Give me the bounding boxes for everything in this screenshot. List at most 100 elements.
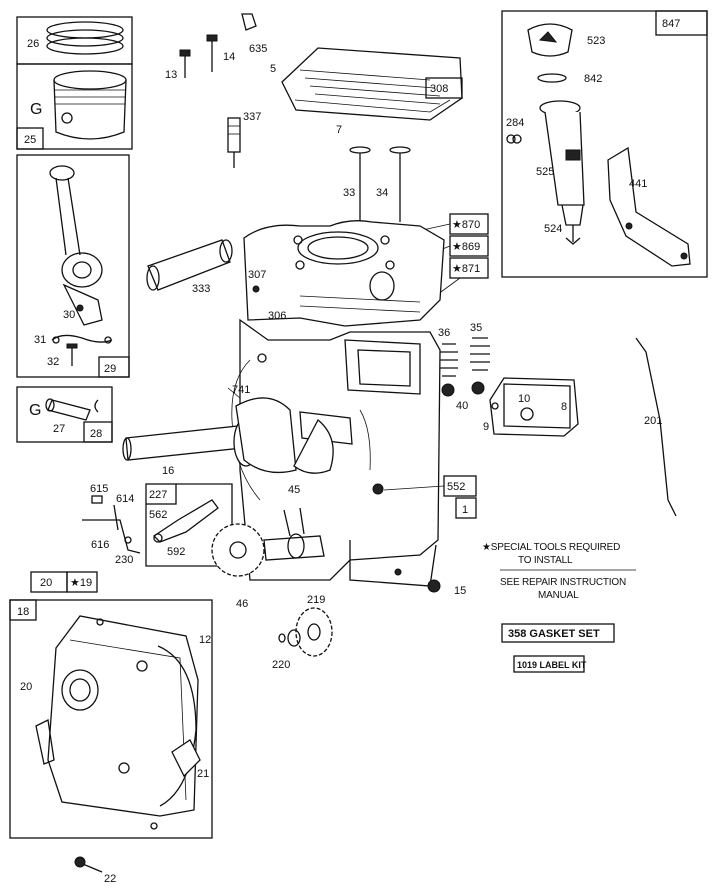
label-22: 22: [104, 873, 116, 885]
rod-label-box: [98, 356, 130, 378]
label-219: 219: [307, 594, 325, 606]
cylinder-head-group: 5 308 7: [270, 47, 463, 136]
piston-group: G 25: [16, 63, 133, 150]
crankshaft-group: 741 16: [122, 384, 353, 477]
piston-rings-group: 26: [16, 16, 133, 65]
label-524: 524: [544, 223, 562, 235]
label-21: 21: [197, 768, 209, 780]
label-616: 616: [91, 539, 109, 551]
label-1: 1: [462, 504, 468, 516]
label-29: 29: [104, 363, 116, 375]
label-20: 20: [20, 681, 32, 693]
connecting-rod-group: 30 31 32 29: [16, 154, 130, 378]
label-46: 46: [236, 598, 248, 610]
special-tools-note-2: TO INSTALL: [518, 555, 573, 566]
camshaft-group: 46: [211, 507, 325, 610]
label-18: 18: [17, 606, 29, 618]
repair-note-2: MANUAL: [538, 590, 579, 601]
bolt-22-group: 22: [74, 856, 116, 885]
label-523: 523: [587, 35, 605, 47]
piston-pin-group: G 27 28: [16, 386, 113, 443]
label-34: 34: [376, 187, 388, 199]
label-10: 10: [518, 393, 530, 405]
label-kit-label: 1019 LABEL KIT: [517, 660, 587, 670]
label-26: 26: [27, 38, 39, 50]
label-741: 741: [232, 384, 250, 396]
label-592: 592: [167, 546, 185, 558]
label-307: 307: [248, 269, 266, 281]
valve-springs-group: 36 35 40: [438, 322, 490, 412]
label-284: 284: [506, 117, 524, 129]
label-869: ★869: [452, 241, 480, 253]
dipstick-box: [501, 10, 708, 278]
label-45: 45: [288, 484, 300, 496]
label-227: 227: [149, 489, 167, 501]
sump-label-box: [9, 599, 37, 621]
gasket-set-box: [501, 623, 615, 643]
label-842: 842: [584, 73, 602, 85]
label-32: 32: [47, 356, 59, 368]
label-635: 635: [249, 43, 267, 55]
label-7: 7: [336, 124, 342, 136]
label-25: 25: [24, 134, 36, 146]
breather-group: 10 8 9: [483, 377, 579, 437]
label-36: 36: [438, 327, 450, 339]
governor-lever-group: 615 614 616 230: [82, 483, 141, 566]
label-201: 201: [644, 415, 662, 427]
dipstick-group: 847 523 842 284 525 441 524: [501, 10, 708, 278]
label-31: 31: [34, 334, 46, 346]
head-bolts-group: 13 14 635: [165, 13, 267, 81]
dipstick-label-box: [655, 10, 708, 36]
spark-plug-group: 337: [227, 111, 261, 168]
sump-box: [9, 599, 213, 839]
governor-gear-group: 219 220: [272, 594, 333, 671]
gasket-set-label: 358 GASKET SET: [508, 628, 600, 640]
cylinder-block: 307 306 45: [231, 220, 445, 587]
label-33: 33: [343, 187, 355, 199]
label-27: 27: [53, 423, 65, 435]
grease-mark-piston: G: [30, 101, 42, 118]
drain-plug-group: 15: [427, 579, 466, 597]
label-614: 614: [116, 493, 134, 505]
label-615: 615: [90, 483, 108, 495]
box-552-group: 552 1: [372, 475, 477, 519]
label-40: 40: [456, 400, 468, 412]
label-12: 12: [199, 634, 211, 646]
special-tools-note-1: ★SPECIAL TOOLS REQUIRED: [482, 542, 620, 553]
label-19: ★19: [70, 577, 92, 589]
repair-note-1: SEE REPAIR INSTRUCTION: [500, 577, 626, 588]
sump-group: 20 ★19 18 12 20 21: [9, 571, 213, 839]
box-227: [145, 483, 177, 505]
label-9: 9: [483, 421, 489, 433]
label-20-box: 20: [40, 577, 52, 589]
label-333: 333: [192, 283, 210, 295]
label-306: 306: [268, 310, 286, 322]
label-847: 847: [662, 18, 680, 30]
connecting-rod-box: [16, 154, 130, 378]
piston-pin-box: [16, 386, 113, 443]
head-label-box: [425, 77, 463, 99]
label-337: 337: [243, 111, 261, 123]
box-1: [455, 497, 477, 519]
notes-group: ★SPECIAL TOOLS REQUIRED TO INSTALL SEE R…: [482, 542, 636, 673]
label-28: 28: [90, 428, 102, 440]
label-30: 30: [63, 309, 75, 321]
label-230: 230: [115, 554, 133, 566]
label-308: 308: [430, 83, 448, 95]
label-552: 552: [447, 481, 465, 493]
box-19: [66, 571, 98, 593]
air-guide-group: 333: [146, 239, 233, 295]
box-871: [449, 257, 489, 279]
governor-link-group: 201: [635, 337, 677, 517]
label-16: 16: [162, 465, 174, 477]
label-35: 35: [470, 322, 482, 334]
label-15: 15: [454, 585, 466, 597]
pin-label-box: [83, 421, 113, 443]
label-5: 5: [270, 63, 276, 75]
label-8: 8: [561, 401, 567, 413]
label-220: 220: [272, 659, 290, 671]
label-871: ★871: [452, 263, 480, 275]
piston-label-box: [16, 127, 44, 150]
label-870: ★870: [452, 219, 480, 231]
